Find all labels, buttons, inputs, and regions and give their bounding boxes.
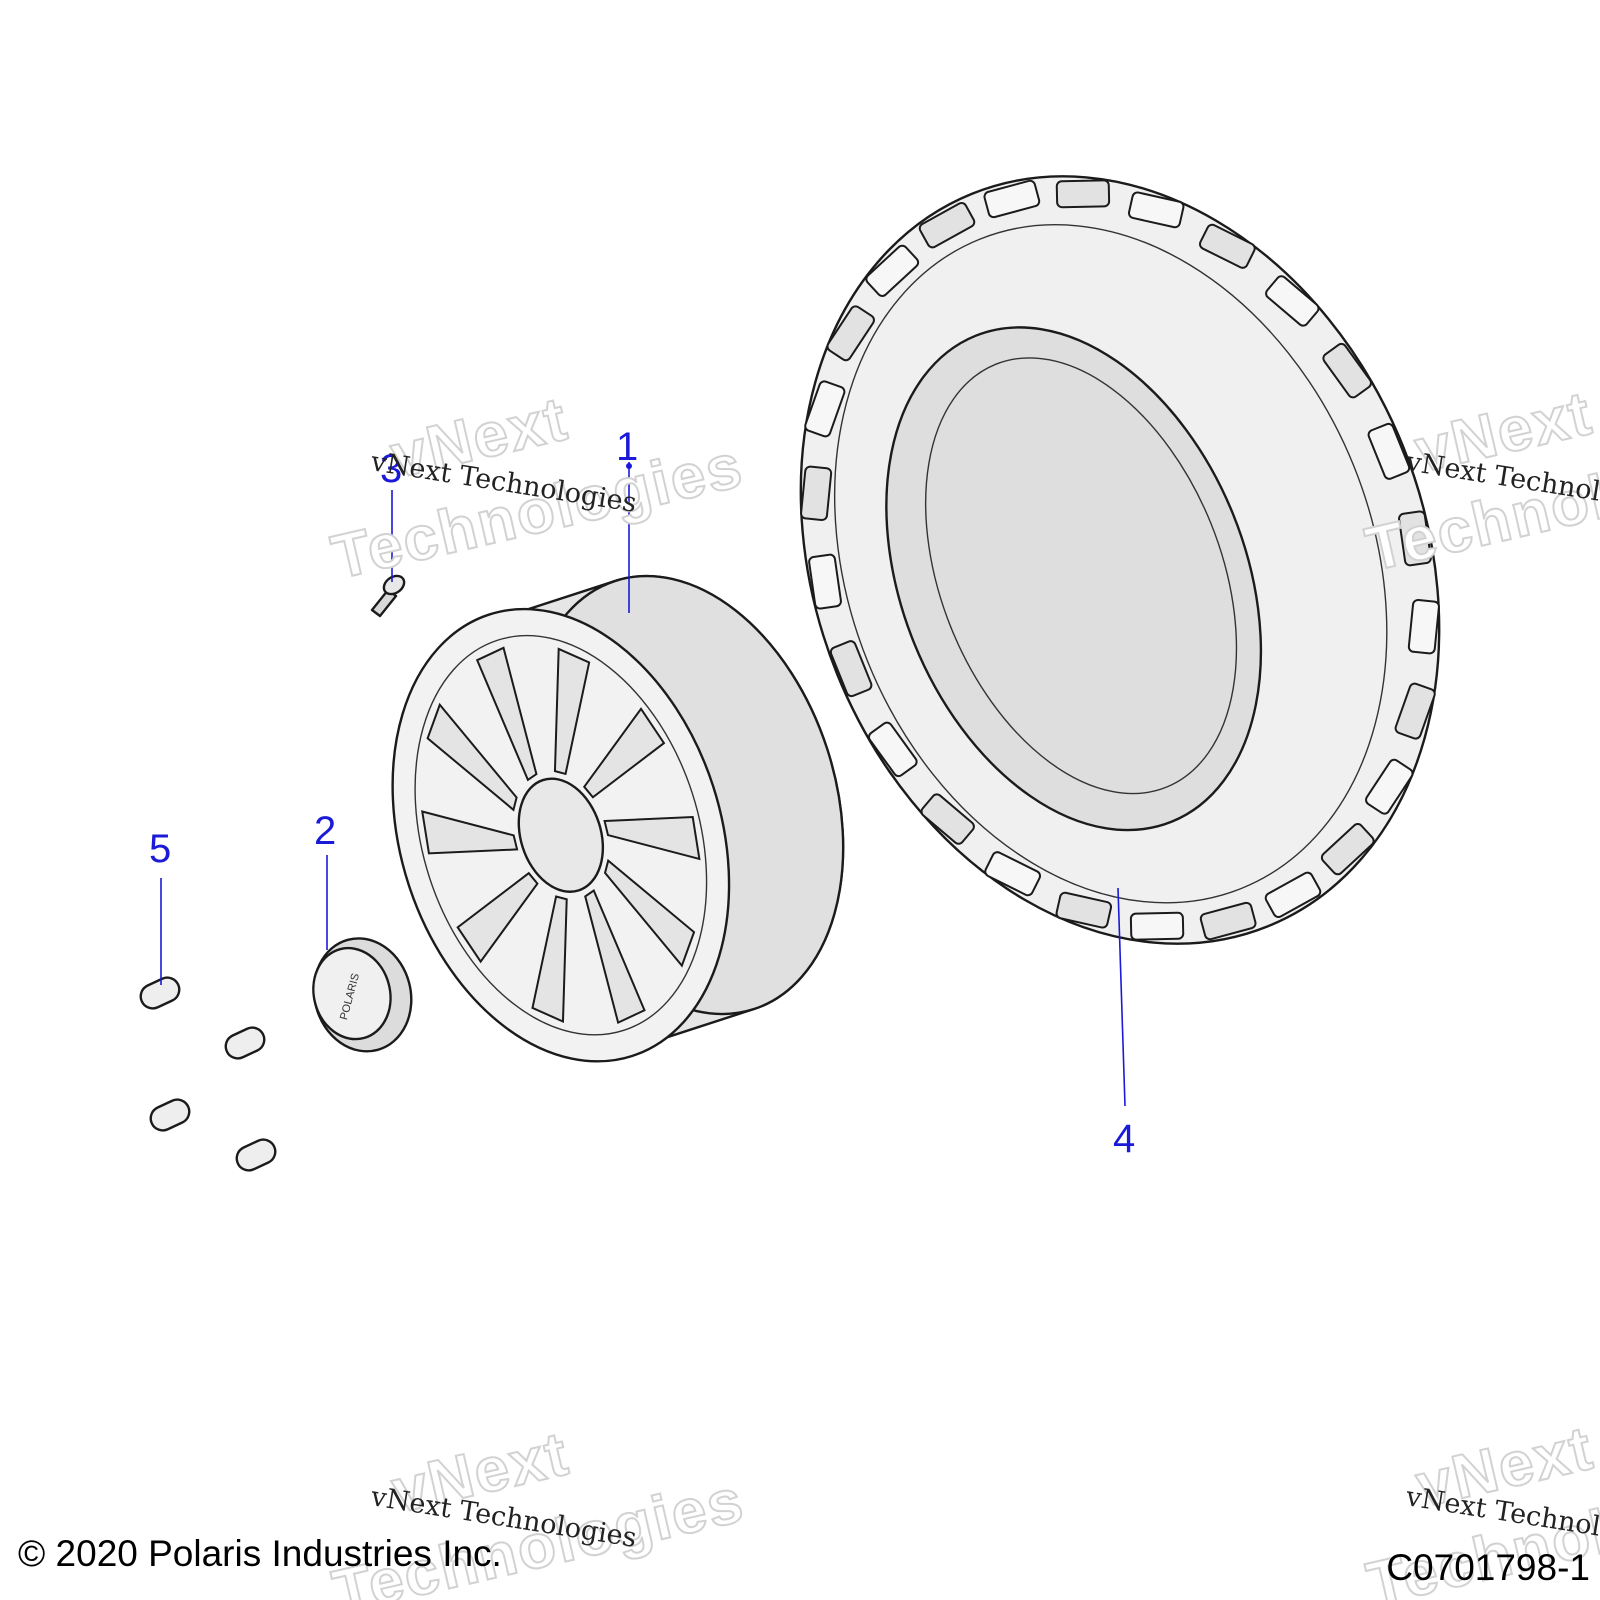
tread-block (1199, 901, 1257, 941)
wheel-rim (391, 574, 845, 1063)
lug-nut (149, 1098, 191, 1132)
tread-block (1320, 823, 1375, 876)
leader-dot-1 (626, 463, 632, 469)
rim-face-ring (414, 634, 708, 1036)
rim-center-bore (517, 777, 605, 893)
rim-spoke (582, 707, 666, 799)
valve-stem (370, 574, 406, 618)
tire-bead-inner (924, 357, 1238, 795)
tread-block (1129, 911, 1185, 941)
callout-3: 3 (380, 447, 402, 491)
tread-block (804, 380, 846, 438)
tread-block (800, 465, 833, 522)
tread-block (1367, 422, 1411, 480)
tread-block (1407, 598, 1440, 655)
rim-spoke (603, 858, 696, 968)
tread-block (1127, 191, 1185, 229)
tread-block (865, 244, 920, 297)
tread-block (1394, 682, 1436, 740)
tread-block (983, 179, 1041, 219)
tread-block (984, 851, 1042, 897)
tread-block (1198, 223, 1256, 269)
callout-1: 1 (616, 425, 638, 469)
lug-nut (139, 976, 181, 1010)
rim-spoke (584, 888, 646, 1025)
tire-shoulder (833, 224, 1388, 904)
callout-2: 2 (314, 809, 336, 853)
tread-block (868, 721, 918, 778)
lug-nut (224, 1026, 266, 1060)
copyright-text: © 2020 Polaris Industries Inc. (18, 1533, 502, 1574)
hub-cap: POLARIS (312, 937, 413, 1053)
callout-5: 5 (149, 827, 171, 871)
tread-block (1365, 758, 1414, 815)
rim-spoke (531, 895, 568, 1024)
tread-block (829, 640, 873, 698)
callout-4: 4 (1113, 1117, 1135, 1161)
tread-block (1264, 871, 1322, 918)
tire-bead-outer (885, 326, 1263, 832)
drawing-number: C0701798-1 (1386, 1547, 1590, 1588)
lug-nuts (139, 976, 277, 1172)
tread-block (1055, 891, 1113, 929)
tread-block (1322, 342, 1372, 399)
tread-block (1398, 510, 1432, 567)
tread-block (1055, 179, 1111, 209)
rim-spoke (553, 647, 591, 776)
tread-block (918, 202, 976, 249)
tread-block (826, 305, 875, 362)
rim-spoke (603, 815, 701, 861)
rim-spoke (456, 871, 539, 964)
tread-block (920, 793, 975, 845)
leader-line-4 (1117, 887, 1126, 1107)
rim-spokes (421, 646, 701, 1025)
lug-nut (235, 1138, 277, 1172)
rim-spoke (421, 810, 519, 855)
tire-tread-blocks (800, 179, 1440, 941)
tread-block (1265, 275, 1320, 327)
tread-block (808, 553, 842, 610)
rim-spoke (475, 646, 538, 782)
rim-spoke (426, 702, 518, 812)
tire (799, 175, 1441, 945)
